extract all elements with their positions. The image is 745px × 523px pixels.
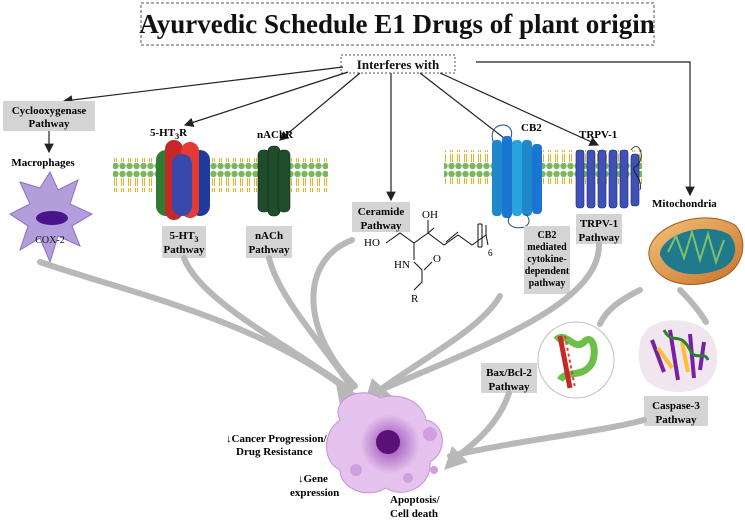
ceramide-hn: HN <box>394 259 410 271</box>
bax-pathway-box: Bax/Bcl-2 Pathway <box>481 363 537 393</box>
5ht3r-receptor <box>156 140 210 220</box>
cyclooxygenase-label-2: Pathway <box>29 118 70 130</box>
cb2-pathway-label-4: dependent <box>525 266 570 277</box>
cancer-progression-label-2: Drug Resistance <box>236 446 313 458</box>
cb2-pathway-label-5: pathway <box>529 278 566 289</box>
cb2-pathway-label-1: CB2 <box>538 230 557 241</box>
cancer-cell <box>326 392 443 494</box>
apoptosis-label-1: Apoptosis/ <box>390 494 440 506</box>
cb2-pathway-label-2: mediated <box>527 242 567 253</box>
cancer-progression-label-1: ↓Cancer Progression/ <box>226 433 327 445</box>
flow-arrows <box>37 237 709 461</box>
5ht3-pathway-label-2: Pathway <box>164 244 205 256</box>
ceramide-structure <box>385 220 489 291</box>
trpv1-pathway-label-1: TRPV-1 <box>580 218 618 230</box>
5ht3-pathway-box: 5-HT3 Pathway <box>162 226 206 258</box>
mitochondria-label: Mitochondria <box>652 198 717 210</box>
caspase-pathway-box: Caspase-3 Pathway <box>644 396 708 426</box>
nach-pathway-label-1: nACh <box>255 230 283 242</box>
nach-pathway-label-2: Pathway <box>249 244 290 256</box>
apoptosis-label-2: Cell death <box>390 508 438 520</box>
macrophage-nucleus <box>36 211 68 225</box>
gene-expression-label-1: ↓Gene <box>298 473 328 485</box>
cb2-receptor <box>491 124 542 229</box>
arrow-to-5ht3r <box>183 71 349 127</box>
flow-from-5ht3 <box>181 255 353 393</box>
cyclooxygenase-box: Cyclooxygenase Pathway <box>3 101 95 131</box>
arrow-to-mitochondria <box>476 61 695 197</box>
flow-from-trpv1 <box>382 241 603 391</box>
caspase-pathway-label-1: Caspase-3 <box>652 400 700 412</box>
trpv1-pathway-label-2: Pathway <box>579 232 620 244</box>
caspase-pathway-label-2: Pathway <box>656 414 697 426</box>
cb2-pathway-label-3: cytokine- <box>527 254 566 265</box>
trpv1-pathway-box: TRPV-1 Pathway <box>576 214 622 244</box>
arrow-to-cyclooxygenase <box>62 66 344 105</box>
nachr-receptor <box>257 145 291 217</box>
ceramide-o: O <box>433 253 441 265</box>
title-box: Ayurvedic Schedule E1 Drugs of plant ori… <box>139 2 655 46</box>
flow-from-mito-2 <box>677 287 709 325</box>
cox2-label: COX-2 <box>35 235 64 246</box>
flow-from-macrophage <box>37 259 353 395</box>
hub-arrows <box>62 61 695 202</box>
mitochondria-organelle <box>648 217 744 285</box>
arrow-to-nachr <box>279 72 361 141</box>
ceramide-ho: HO <box>364 237 380 249</box>
ceramide-subscript: 6 <box>488 248 493 258</box>
flow-from-cb2 <box>377 293 503 393</box>
arrow-to-trpv1 <box>439 72 600 146</box>
gene-expression-label-2: expression <box>290 487 339 499</box>
5ht3r-label: 5-HT3R <box>150 127 188 141</box>
flow-arrowheads <box>336 378 468 470</box>
macrophages-label: Macrophages <box>11 157 75 169</box>
hub-box: Interferes with <box>340 54 456 74</box>
cb2-label: CB2 <box>521 122 542 134</box>
ceramide-label-1: Ceramide <box>358 206 405 218</box>
cb2-pathway-box: CB2 mediated cytokine- dependent pathway <box>524 226 570 294</box>
ceramide-oh: OH <box>422 209 438 221</box>
flow-from-ceramide <box>310 237 358 389</box>
membrane-left <box>113 158 328 192</box>
flow-from-caspase <box>447 417 647 459</box>
arrow-to-cb2 <box>419 72 514 146</box>
bax-pathway-label-1: Bax/Bcl-2 <box>486 367 532 379</box>
ceramide-label-2: Pathway <box>361 220 402 232</box>
ceramide-r: R <box>411 293 419 305</box>
hub-label: Interferes with <box>357 57 440 72</box>
flow-from-mito <box>597 287 643 327</box>
caspase3-protein <box>638 320 718 393</box>
trpv1-label: TRPV-1 <box>579 129 617 141</box>
nachr-label: nAChR <box>257 129 294 141</box>
macrophage-cell: COX-2 <box>9 170 94 264</box>
nach-pathway-box: nACh Pathway <box>246 226 292 258</box>
cyclooxygenase-label-1: Cyclooxygenase <box>12 105 87 117</box>
bcl2-protein <box>537 321 615 399</box>
diagram-title: Ayurvedic Schedule E1 Drugs of plant ori… <box>139 9 655 39</box>
ceramide-pathway-box: Ceramide Pathway <box>352 202 410 232</box>
bax-pathway-label-2: Pathway <box>489 381 530 393</box>
trpv1-receptor <box>575 146 642 209</box>
5ht3-pathway-label-1: 5-HT3 <box>169 230 198 244</box>
